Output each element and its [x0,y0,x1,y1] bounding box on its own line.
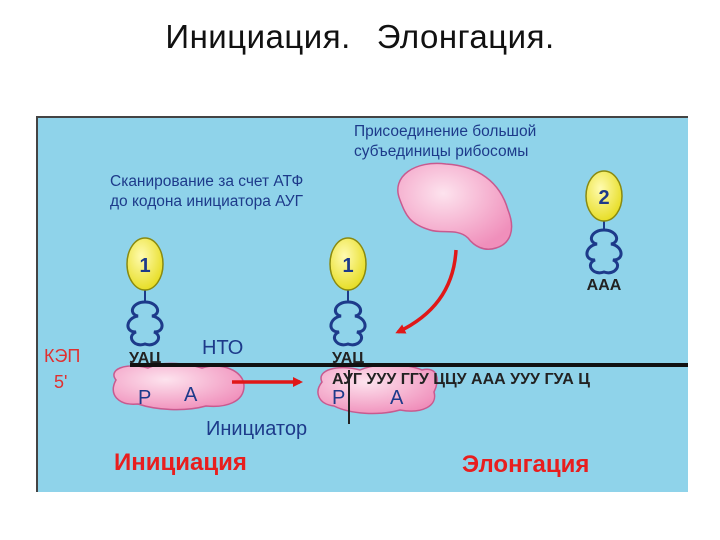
scan-label-line2: до кодона инициатора АУГ [110,193,304,210]
trna-1-cloverleaf [126,300,164,347]
site-p-elongation: Р [332,387,345,409]
join-label-line2: субъединицы рибосомы [354,143,528,160]
trna-1-head [126,237,164,291]
site-p-initiation: Р [138,387,151,409]
anticodon-2: ААА [587,277,622,294]
slide-title: Инициация. Элонгация. [0,18,720,56]
cap-label: КЭП [44,346,80,366]
anticodon-1b: УАЦ [332,350,364,367]
trna-1b-head [329,237,367,291]
trna-1-number: 1 [139,255,150,277]
large-ribosome-subunit [397,162,513,250]
five-prime-label: 5' [54,372,67,392]
site-a-initiation: А [184,384,198,406]
trna-1-middle: 1 УАЦ [329,237,367,367]
nto-label: НТО [202,337,243,359]
trna-2-cloverleaf [585,228,623,275]
site-a-elongation: А [390,387,404,409]
stage-initiation: Инициация [114,449,247,476]
mrna-sequence: АУГ УУУ ГГУ ЦЦУ ААА УУУ ГУА Ц [332,371,590,388]
initiator-label: Инициатор [206,418,307,440]
trna-1b-cloverleaf [329,300,367,347]
translation-diagram: Присоединение большой субъединицы рибосо… [44,123,688,478]
trna-2-number: 2 [598,187,609,209]
ribosome-initiation [112,362,245,411]
anticodon-1: УАЦ [129,350,161,367]
trna-1-left: 1 УАЦ [126,237,164,367]
ribosome-elongation [317,363,438,415]
join-arrow [395,249,458,334]
diagram-panel: Присоединение большой субъединицы рибосо… [38,118,688,492]
stage-elongation: Элонгация [462,451,589,478]
trna-2-right: 2 ААА [585,170,623,294]
scan-label-line1: Сканирование за счет АТФ [110,173,303,190]
title-initiation: Инициация. [165,18,351,55]
trna-2-head [585,170,623,222]
title-elongation: Элонгация. [376,18,555,55]
trna-1b-number: 1 [342,255,353,277]
join-label-line1: Присоединение большой [354,123,536,140]
